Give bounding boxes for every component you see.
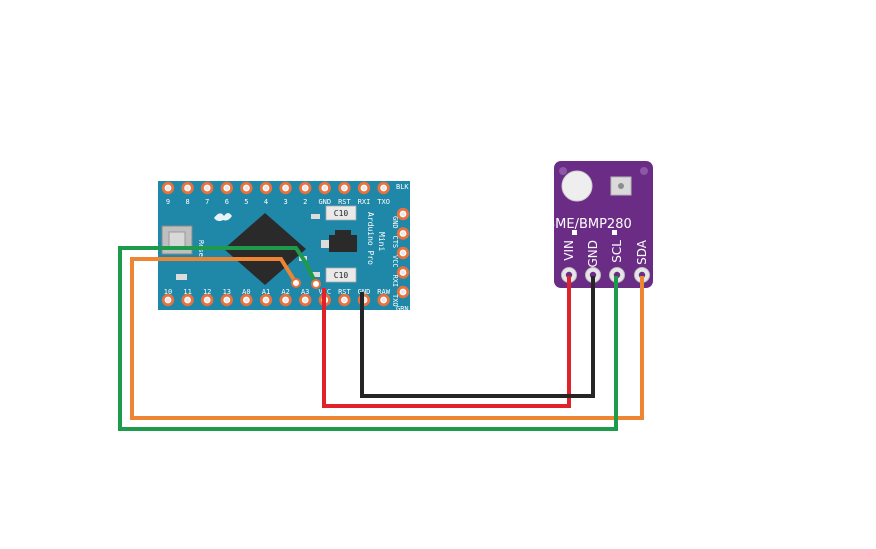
pin-pad bbox=[318, 181, 331, 195]
pin-pad bbox=[181, 293, 194, 307]
top-pin-label: 2 bbox=[303, 198, 307, 206]
sensor-title: BME/BMP280 bbox=[546, 217, 632, 232]
top-pin-label: TXO bbox=[377, 198, 390, 206]
wire-attach-point bbox=[291, 278, 301, 288]
top-header-pads bbox=[161, 181, 390, 195]
bme280-sensor-board: BME/BMP280 VIN GND SCL SDA bbox=[546, 161, 653, 288]
bottom-pin-label: 11 bbox=[183, 288, 191, 296]
pin-pad bbox=[299, 293, 312, 307]
sensor-pin-labels: VIN GND SCL SDA bbox=[562, 239, 649, 267]
top-pin-label: 8 bbox=[185, 198, 189, 206]
bottom-corner-label: GRN bbox=[396, 305, 409, 313]
right-pin-label: GND bbox=[391, 216, 399, 229]
sensor-pin-label: SDA bbox=[635, 239, 649, 265]
top-corner-label: BLK bbox=[396, 183, 409, 191]
scl-wire bbox=[118, 246, 618, 431]
right-header-labels-group: GND CTS VCC RXI TXO bbox=[391, 216, 399, 307]
reset-label: Reset bbox=[197, 240, 205, 261]
pin-pad bbox=[279, 293, 292, 307]
pin-pad bbox=[299, 181, 312, 195]
pin-pad bbox=[201, 293, 214, 307]
wires bbox=[118, 246, 644, 431]
board-name-label: Arduino Pro bbox=[366, 212, 375, 265]
sensor-pin-label: SCL bbox=[610, 240, 624, 263]
sensor-mount-circle bbox=[561, 170, 593, 202]
bottom-pin-label: 10 bbox=[164, 288, 172, 296]
sensor-mount-hole bbox=[559, 167, 567, 175]
svg-text:C10: C10 bbox=[334, 271, 349, 280]
bottom-pin-label: RST bbox=[338, 288, 351, 296]
pin-pad bbox=[161, 181, 175, 195]
pin-pad bbox=[279, 181, 292, 195]
top-pin-label: 4 bbox=[264, 198, 268, 206]
bottom-pin-label: A2 bbox=[281, 288, 289, 296]
capacitor-bottom: C10 bbox=[325, 267, 357, 283]
board-subname-label: Mini bbox=[377, 232, 386, 251]
bottom-pin-label: RAW bbox=[377, 288, 390, 296]
svg-text:C10: C10 bbox=[334, 209, 349, 218]
top-pin-label: RXI bbox=[358, 198, 371, 206]
bottom-pin-label: 13 bbox=[223, 288, 231, 296]
right-pin-label: RXI bbox=[391, 275, 399, 288]
wire-attach-points bbox=[291, 278, 321, 289]
pin-pad bbox=[220, 293, 233, 307]
pin-pad bbox=[201, 181, 214, 195]
top-pin-label: 9 bbox=[166, 198, 170, 206]
pin-pad bbox=[396, 285, 410, 299]
vcc-wire bbox=[322, 276, 571, 408]
top-pin-label: 5 bbox=[244, 198, 248, 206]
right-pin-label: VCC bbox=[391, 255, 399, 268]
bottom-pin-label: A1 bbox=[262, 288, 270, 296]
right-pin-label: TXO bbox=[391, 294, 399, 307]
voltage-regulator bbox=[321, 230, 357, 252]
wire-attach-point bbox=[311, 279, 321, 289]
logo-icon bbox=[214, 213, 232, 222]
top-pin-label: RST bbox=[338, 198, 351, 206]
pin-pad bbox=[220, 181, 233, 195]
pin-pad bbox=[396, 227, 410, 240]
pin-pad bbox=[240, 181, 253, 195]
gnd-wire bbox=[360, 276, 595, 398]
pin-pad bbox=[396, 246, 410, 260]
pin-pad bbox=[259, 293, 273, 307]
pin-pad bbox=[396, 266, 410, 279]
right-header-pads bbox=[396, 207, 410, 299]
top-pin-label: 7 bbox=[205, 198, 209, 206]
top-pin-label: 3 bbox=[283, 198, 287, 206]
pin-pad bbox=[181, 181, 194, 195]
pin-pad bbox=[338, 293, 351, 307]
pin-pad bbox=[240, 293, 253, 307]
sda-wire bbox=[130, 257, 644, 420]
sensor-pin-label: GND bbox=[586, 240, 600, 268]
sensor-pin-label: VIN bbox=[562, 240, 576, 261]
pin-pad bbox=[161, 293, 175, 307]
pin-pad bbox=[396, 207, 410, 221]
pin-pad bbox=[338, 181, 351, 195]
bottom-pin-label: A0 bbox=[242, 288, 250, 296]
top-header-labels: 9 8 7 6 5 4 3 2 GND RST RXI TXO bbox=[166, 198, 390, 206]
capacitor-top: C10 bbox=[325, 205, 357, 221]
pin-pad bbox=[377, 181, 390, 195]
sensor-mount-hole bbox=[640, 167, 648, 175]
top-pin-label: 6 bbox=[225, 198, 229, 206]
top-pin-label: GND bbox=[318, 198, 331, 206]
bottom-pin-label: 12 bbox=[203, 288, 211, 296]
pin-pad bbox=[357, 181, 371, 195]
pin-pad bbox=[377, 293, 390, 307]
right-pin-label: CTS bbox=[391, 236, 399, 249]
pin-pad bbox=[259, 181, 273, 195]
bottom-pin-label: A3 bbox=[301, 288, 309, 296]
